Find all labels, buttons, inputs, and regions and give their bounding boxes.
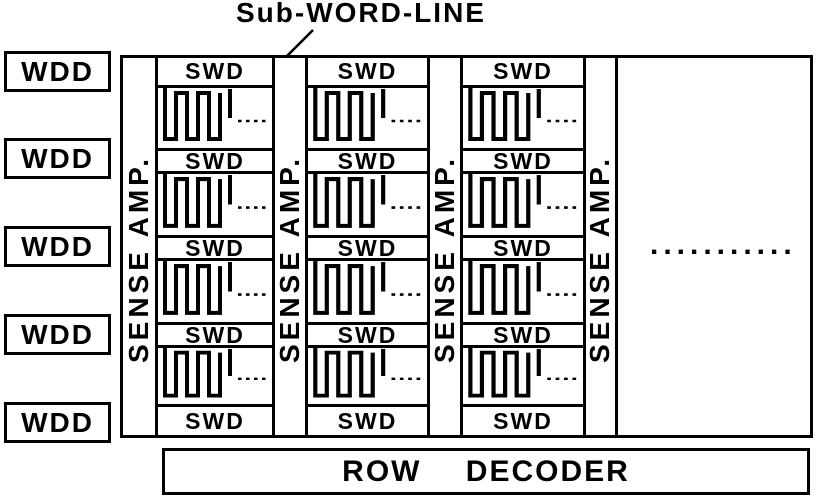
row-decoder-label: ROW DECODER	[342, 454, 630, 488]
swd-label: SWD	[493, 58, 553, 84]
sub-word-line-pattern	[463, 348, 583, 404]
sub-word-line-pattern	[463, 174, 583, 235]
swd-block: SWD	[308, 58, 427, 88]
sub-word-line-pattern	[308, 348, 427, 404]
swd-block: SWD	[158, 148, 272, 174]
sub-word-line-pattern	[308, 174, 427, 235]
swd-block: SWD	[308, 148, 427, 174]
wdd-label: WDD	[21, 230, 94, 262]
swd-block: SWD	[308, 404, 427, 435]
cell-array-block	[158, 88, 272, 148]
swd-block: SWD	[158, 322, 272, 348]
swd-label: SWD	[185, 234, 245, 261]
swd-block: SWD	[463, 404, 583, 435]
swd-block: SWD	[158, 58, 272, 88]
swd-block: SWD	[463, 58, 583, 88]
cell-array-block	[158, 174, 272, 235]
swd-block: SWD	[463, 148, 583, 174]
row-decoder: ROW DECODER	[162, 448, 810, 495]
wdd-label: WDD	[21, 55, 94, 87]
swd-label: SWD	[337, 234, 398, 261]
wdd-box: WDD	[4, 51, 111, 92]
sub-word-line-pattern	[463, 261, 583, 322]
swd-label: SWD	[337, 147, 398, 174]
cell-array-block	[308, 261, 427, 322]
memory-array: SENSE AMP. SENSE AMP. SENSE AMP. SENSE A…	[120, 55, 813, 438]
sub-word-line-label: Sub-WORD-LINE	[236, 0, 486, 28]
wdd-box: WDD	[4, 138, 111, 179]
sense-amp-label: SENSE AMP.	[429, 154, 460, 363]
cell-array-block	[463, 88, 583, 148]
wdd-box: WDD	[4, 402, 111, 443]
wdd-box: WDD	[4, 314, 111, 355]
swd-column: SWD SWD SWD SWD SWD	[463, 58, 583, 435]
cell-array-block	[308, 174, 427, 235]
cell-array-block	[308, 88, 427, 148]
swd-block: SWD	[158, 404, 272, 435]
swd-label: SWD	[493, 234, 553, 261]
swd-label: SWD	[493, 147, 553, 174]
swd-label: SWD	[185, 321, 245, 348]
swd-column: SWD SWD SWD SWD SWD	[158, 58, 272, 435]
wdd-label: WDD	[21, 142, 94, 174]
sub-word-line-pattern	[308, 261, 427, 322]
cell-array-block	[463, 261, 583, 322]
sense-amp-label: SENSE AMP.	[584, 154, 616, 363]
cell-array-block	[463, 348, 583, 404]
sub-word-line-pattern	[463, 88, 583, 148]
sense-amp-strip: SENSE AMP.	[272, 58, 308, 435]
swd-column: SWD SWD SWD SWD SWD	[308, 58, 427, 435]
wdd-label: WDD	[21, 318, 94, 350]
sense-amp-strip: SENSE AMP.	[427, 58, 463, 435]
sub-word-line-pattern	[163, 88, 270, 141]
cell-array-block	[308, 348, 427, 404]
sub-word-line-pattern	[308, 88, 427, 148]
cell-array-block	[463, 174, 583, 235]
swd-label: SWD	[337, 58, 398, 84]
ellipsis-dots: ...........	[650, 228, 797, 261]
swd-label: SWD	[185, 58, 245, 84]
swd-block: SWD	[308, 235, 427, 261]
swd-block: SWD	[463, 235, 583, 261]
swd-block: SWD	[463, 322, 583, 348]
swd-label: SWD	[337, 321, 398, 348]
swd-block: SWD	[158, 235, 272, 261]
sub-word-line-pattern	[158, 174, 272, 235]
swd-label: SWD	[337, 407, 398, 434]
sense-amp-label: SENSE AMP.	[123, 154, 154, 363]
sense-amp-strip: SENSE AMP.	[583, 58, 618, 435]
sub-word-line-pattern	[158, 261, 272, 322]
sense-amp-label: SENSE AMP.	[274, 154, 305, 363]
swd-block: SWD	[308, 322, 427, 348]
swd-label: SWD	[185, 407, 245, 434]
wdd-box: WDD	[4, 226, 111, 267]
cell-array-block	[158, 261, 272, 322]
swd-label: SWD	[185, 147, 245, 174]
sense-amp-strip: SENSE AMP.	[123, 58, 158, 435]
sub-word-line-pattern	[163, 348, 270, 398]
wdd-label: WDD	[21, 406, 94, 438]
swd-label: SWD	[493, 321, 553, 348]
cell-array-block	[158, 348, 272, 404]
swd-label: SWD	[493, 407, 553, 434]
